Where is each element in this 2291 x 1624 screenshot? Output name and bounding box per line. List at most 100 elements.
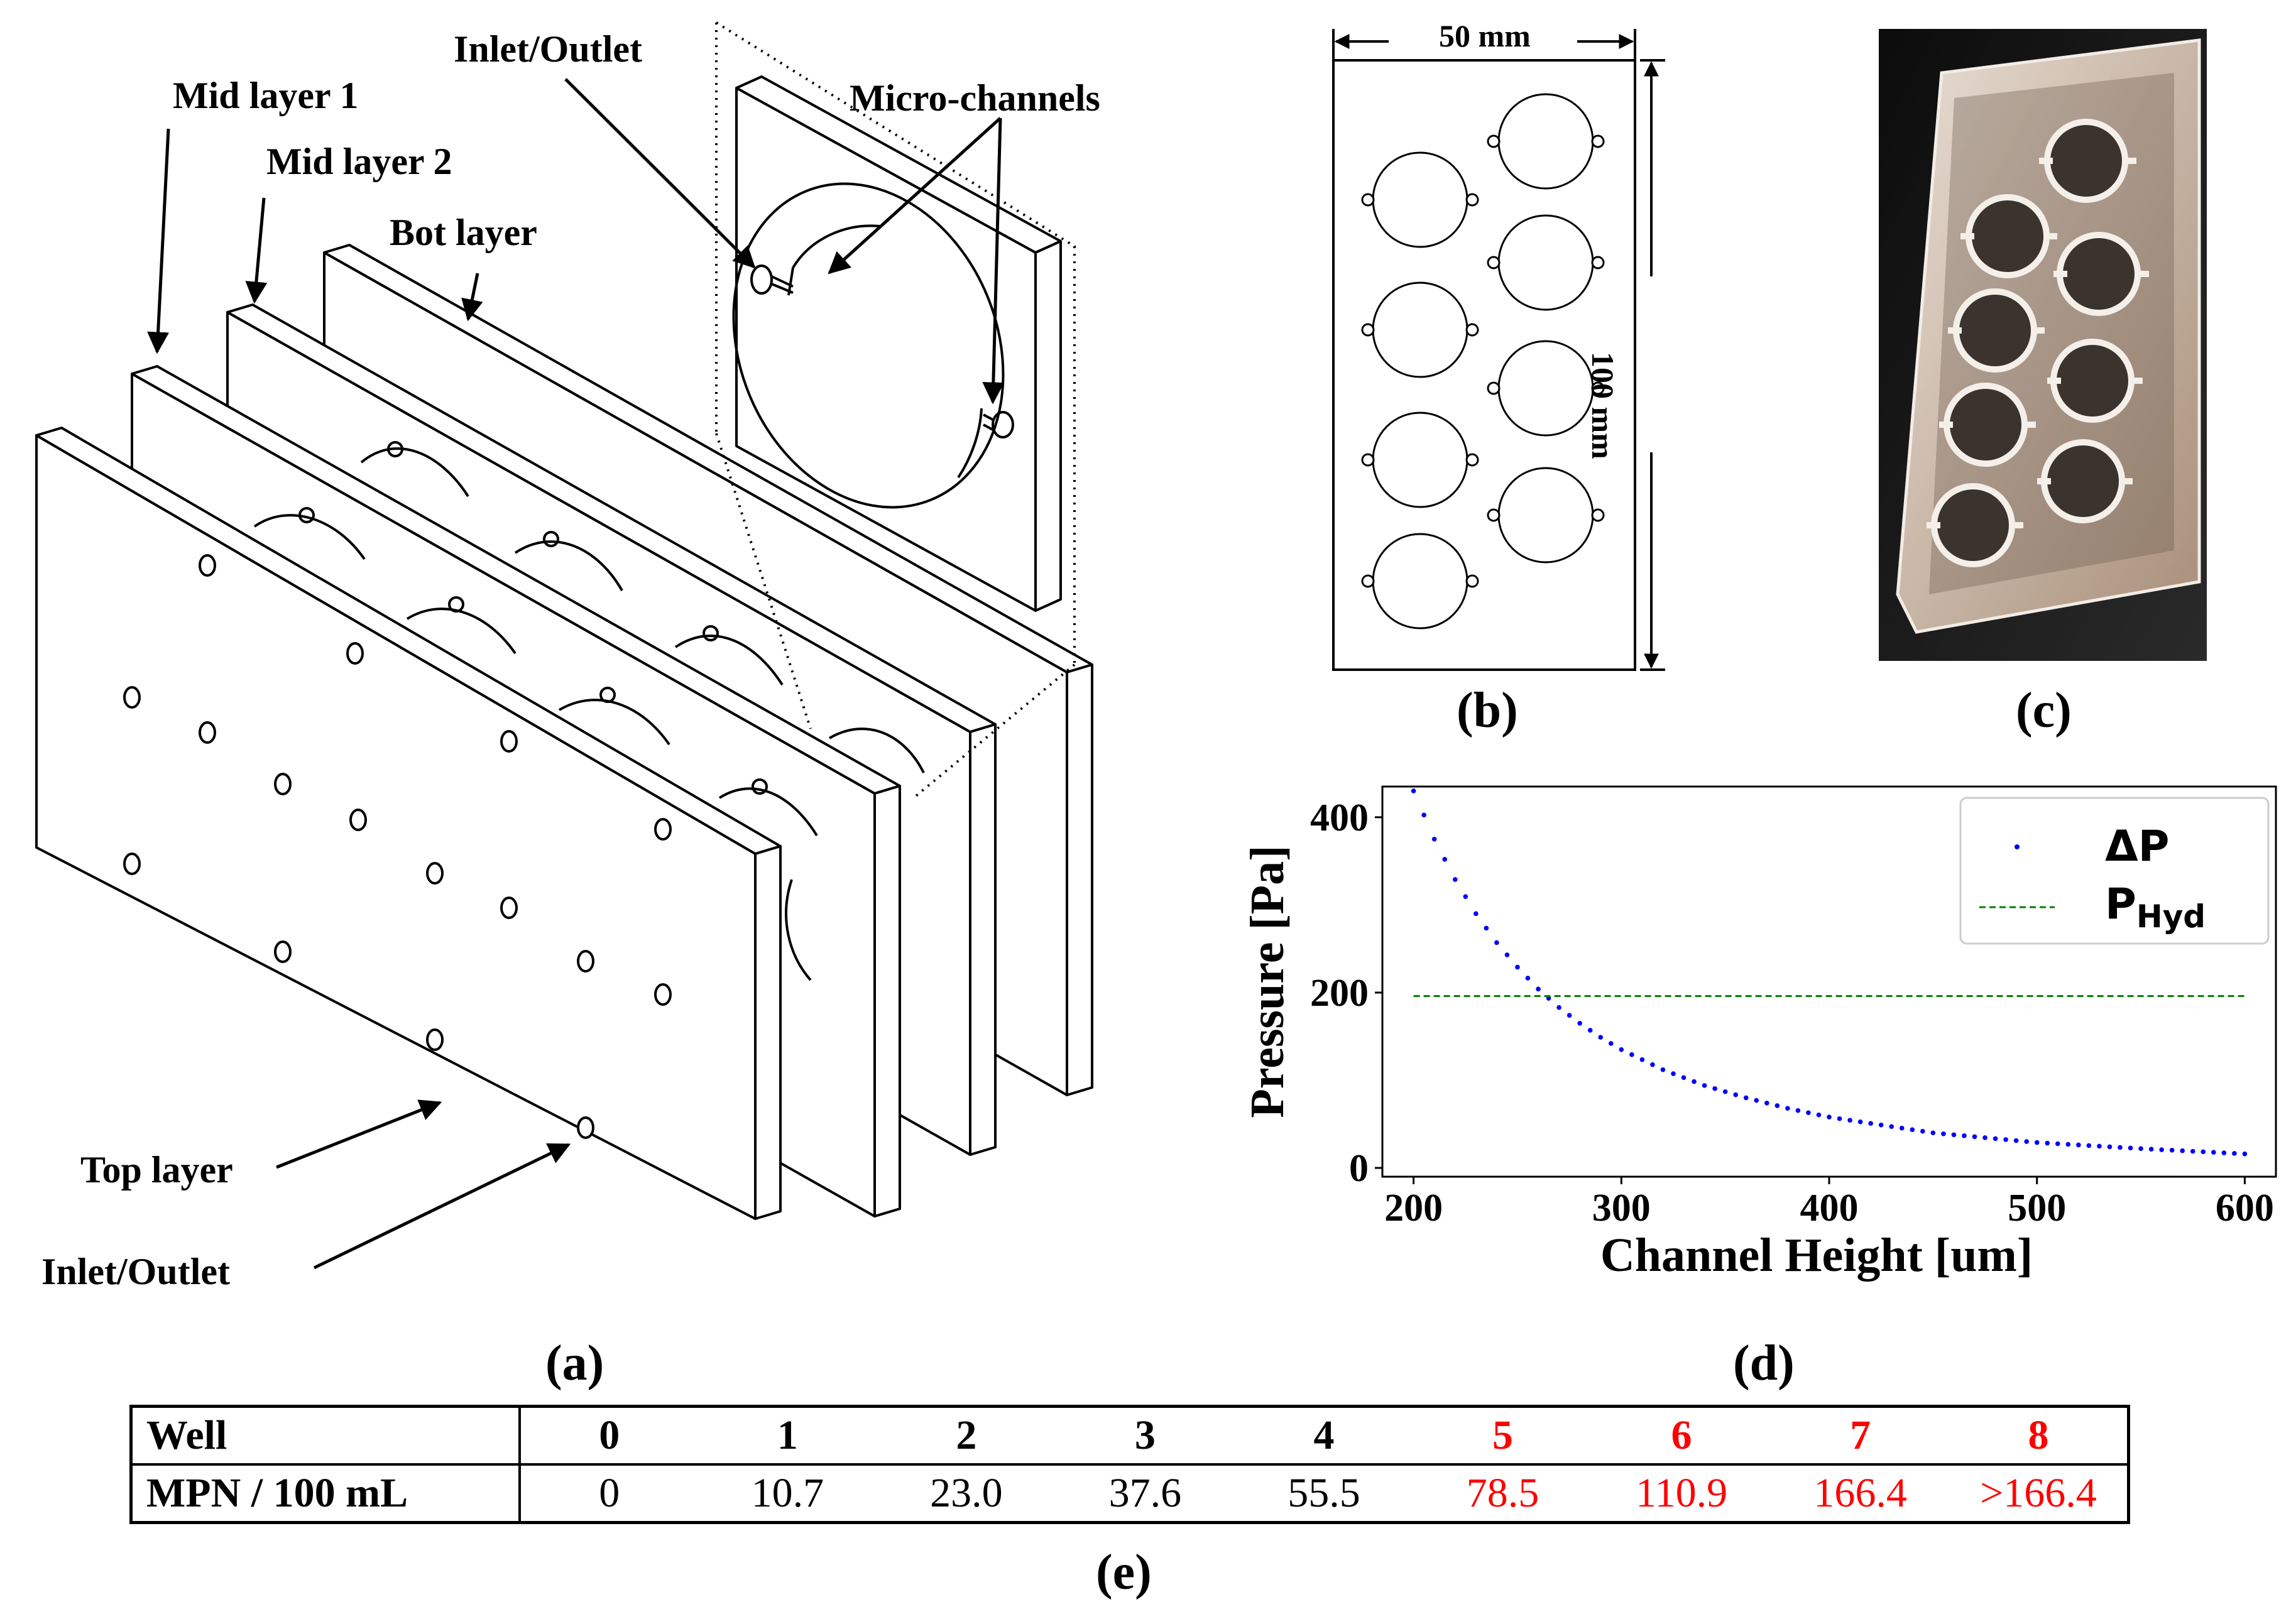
- top-layer-inlet-holes: [123, 554, 672, 1139]
- delta-p-point: [1463, 894, 1468, 899]
- delta-p-point: [1474, 911, 1479, 917]
- x-axis-label: Channel Height [um]: [1600, 1229, 2033, 1282]
- delta-p-point: [1972, 1134, 1977, 1140]
- delta-p-point: [1452, 877, 1458, 882]
- y-tick-label: 200: [1310, 972, 1369, 1015]
- delta-p-point: [1847, 1118, 1852, 1123]
- panel-d-caption: (d): [1733, 1336, 1795, 1391]
- mpn-cell: >166.4: [1980, 1470, 2097, 1516]
- delta-p-point: [2242, 1151, 2248, 1157]
- delta-p-point: [1712, 1086, 1717, 1091]
- x-tick-label: 600: [2216, 1187, 2274, 1229]
- plate-wells: [1361, 93, 1605, 629]
- legend-delta-p-label: ΔP: [2105, 822, 2169, 871]
- delta-p-point: [1629, 1052, 1634, 1057]
- panel-e-caption: (e): [1096, 1545, 1152, 1600]
- delta-p-point: [2055, 1141, 2060, 1147]
- delta-p-point: [2128, 1145, 2133, 1151]
- delta-p-point: [1536, 986, 1541, 992]
- y-tick-label: 400: [1310, 797, 1369, 839]
- x-tick-label: 500: [2008, 1187, 2066, 1229]
- delta-p-point: [1431, 836, 1437, 842]
- delta-p-point: [2024, 1139, 2029, 1144]
- panel-b-top-view: [1332, 29, 1665, 671]
- delta-p-point: [1743, 1095, 1749, 1101]
- delta-p-point: [1806, 1110, 1811, 1115]
- mpn-cell: 37.6: [1108, 1470, 1182, 1516]
- mpn-cell: 23.0: [930, 1470, 1003, 1516]
- delta-p-point: [2003, 1137, 2008, 1142]
- delta-p-point: [1577, 1020, 1582, 1026]
- chart-series: [1411, 788, 2248, 1157]
- delta-p-point: [2034, 1140, 2040, 1145]
- delta-p-point: [1660, 1067, 1666, 1072]
- delta-p-point: [1827, 1114, 1832, 1120]
- delta-p-point: [1442, 857, 1448, 862]
- delta-p-point: [1785, 1106, 1790, 1111]
- delta-p-point: [1754, 1098, 1759, 1103]
- mpn-row: MPN / 100 mL 0 10.7 23.0 37.6 55.5 78.5 …: [131, 1464, 2129, 1523]
- delta-p-point: [1795, 1108, 1801, 1113]
- width-label: 50 mm: [1439, 18, 1531, 53]
- delta-p-point: [1837, 1116, 1842, 1121]
- well-cell: 8: [1949, 1406, 2129, 1466]
- mpn-cell: 166.4: [1813, 1470, 1907, 1516]
- delta-p-point: [1982, 1135, 1988, 1140]
- delta-p-point: [2138, 1146, 2143, 1152]
- mpn-table: Well 0 1 2 3 4 5 6 7 8 MPN / 100 mL 0 10…: [129, 1405, 2130, 1524]
- delta-p-point: [2201, 1149, 2206, 1155]
- delta-p-point: [1951, 1132, 1957, 1138]
- delta-p-series: [1411, 788, 2248, 1157]
- delta-p-point: [1889, 1124, 1895, 1129]
- x-tick-label: 300: [1592, 1187, 1651, 1229]
- x-tick-label: 200: [1384, 1187, 1443, 1229]
- delta-p-point: [1910, 1127, 1915, 1133]
- delta-p-point: [1764, 1100, 1769, 1106]
- zoom-inset-well: [732, 182, 1014, 509]
- delta-p-point: [1692, 1079, 1697, 1084]
- delta-p-point: [2097, 1143, 2102, 1149]
- well-cell: 3: [1056, 1406, 1235, 1466]
- delta-p-point: [1484, 925, 1489, 931]
- device-photo: [1879, 29, 2207, 661]
- inlet-outlet-bottom-label: Inlet/Outlet: [41, 1251, 230, 1292]
- delta-p-point: [2190, 1148, 2195, 1154]
- mid-layer-2-label: Mid layer 2: [266, 141, 452, 182]
- width-dimension: [1332, 29, 1636, 60]
- delta-p-point: [1899, 1125, 1905, 1131]
- delta-p-point: [2086, 1143, 2092, 1148]
- mpn-row-header: MPN / 100 mL: [131, 1464, 521, 1523]
- delta-p-point: [1733, 1092, 1738, 1098]
- delta-p-point: [1930, 1130, 1936, 1136]
- delta-p-point: [2065, 1142, 2071, 1147]
- delta-p-point: [2076, 1142, 2081, 1148]
- height-label: 100 mm: [1585, 352, 1621, 459]
- delta-p-point: [1671, 1071, 1676, 1076]
- mid-layer-1-label: Mid layer 1: [173, 75, 359, 116]
- delta-p-point: [1515, 964, 1520, 970]
- delta-p-point: [1962, 1133, 1967, 1138]
- well-cell: 0: [519, 1406, 699, 1466]
- mid-layer-1-wells: [253, 507, 818, 981]
- delta-p-point: [2169, 1148, 2175, 1153]
- mpn-cell: 10.7: [751, 1470, 824, 1516]
- delta-p-point: [1546, 996, 1551, 1001]
- legend-p-hyd-subscript: Hyd: [2136, 898, 2206, 935]
- micro-channels-label: Micro-channels: [850, 77, 1100, 119]
- well-cell: 7: [1771, 1406, 1950, 1466]
- well-cell: 4: [1234, 1406, 1414, 1466]
- delta-p-point: [2180, 1148, 2185, 1153]
- well-cell: 5: [1413, 1406, 1592, 1466]
- panel-b-caption: (b): [1457, 683, 1518, 738]
- delta-p-point: [1816, 1112, 1822, 1118]
- delta-p-point: [1525, 976, 1531, 981]
- well-cell: 6: [1592, 1406, 1771, 1466]
- panel-a-caption: (a): [545, 1336, 604, 1391]
- delta-p-point: [1878, 1122, 1884, 1128]
- bot-layer-label: Bot layer: [390, 212, 537, 253]
- delta-p-point: [1598, 1035, 1604, 1040]
- delta-p-point: [1504, 952, 1510, 957]
